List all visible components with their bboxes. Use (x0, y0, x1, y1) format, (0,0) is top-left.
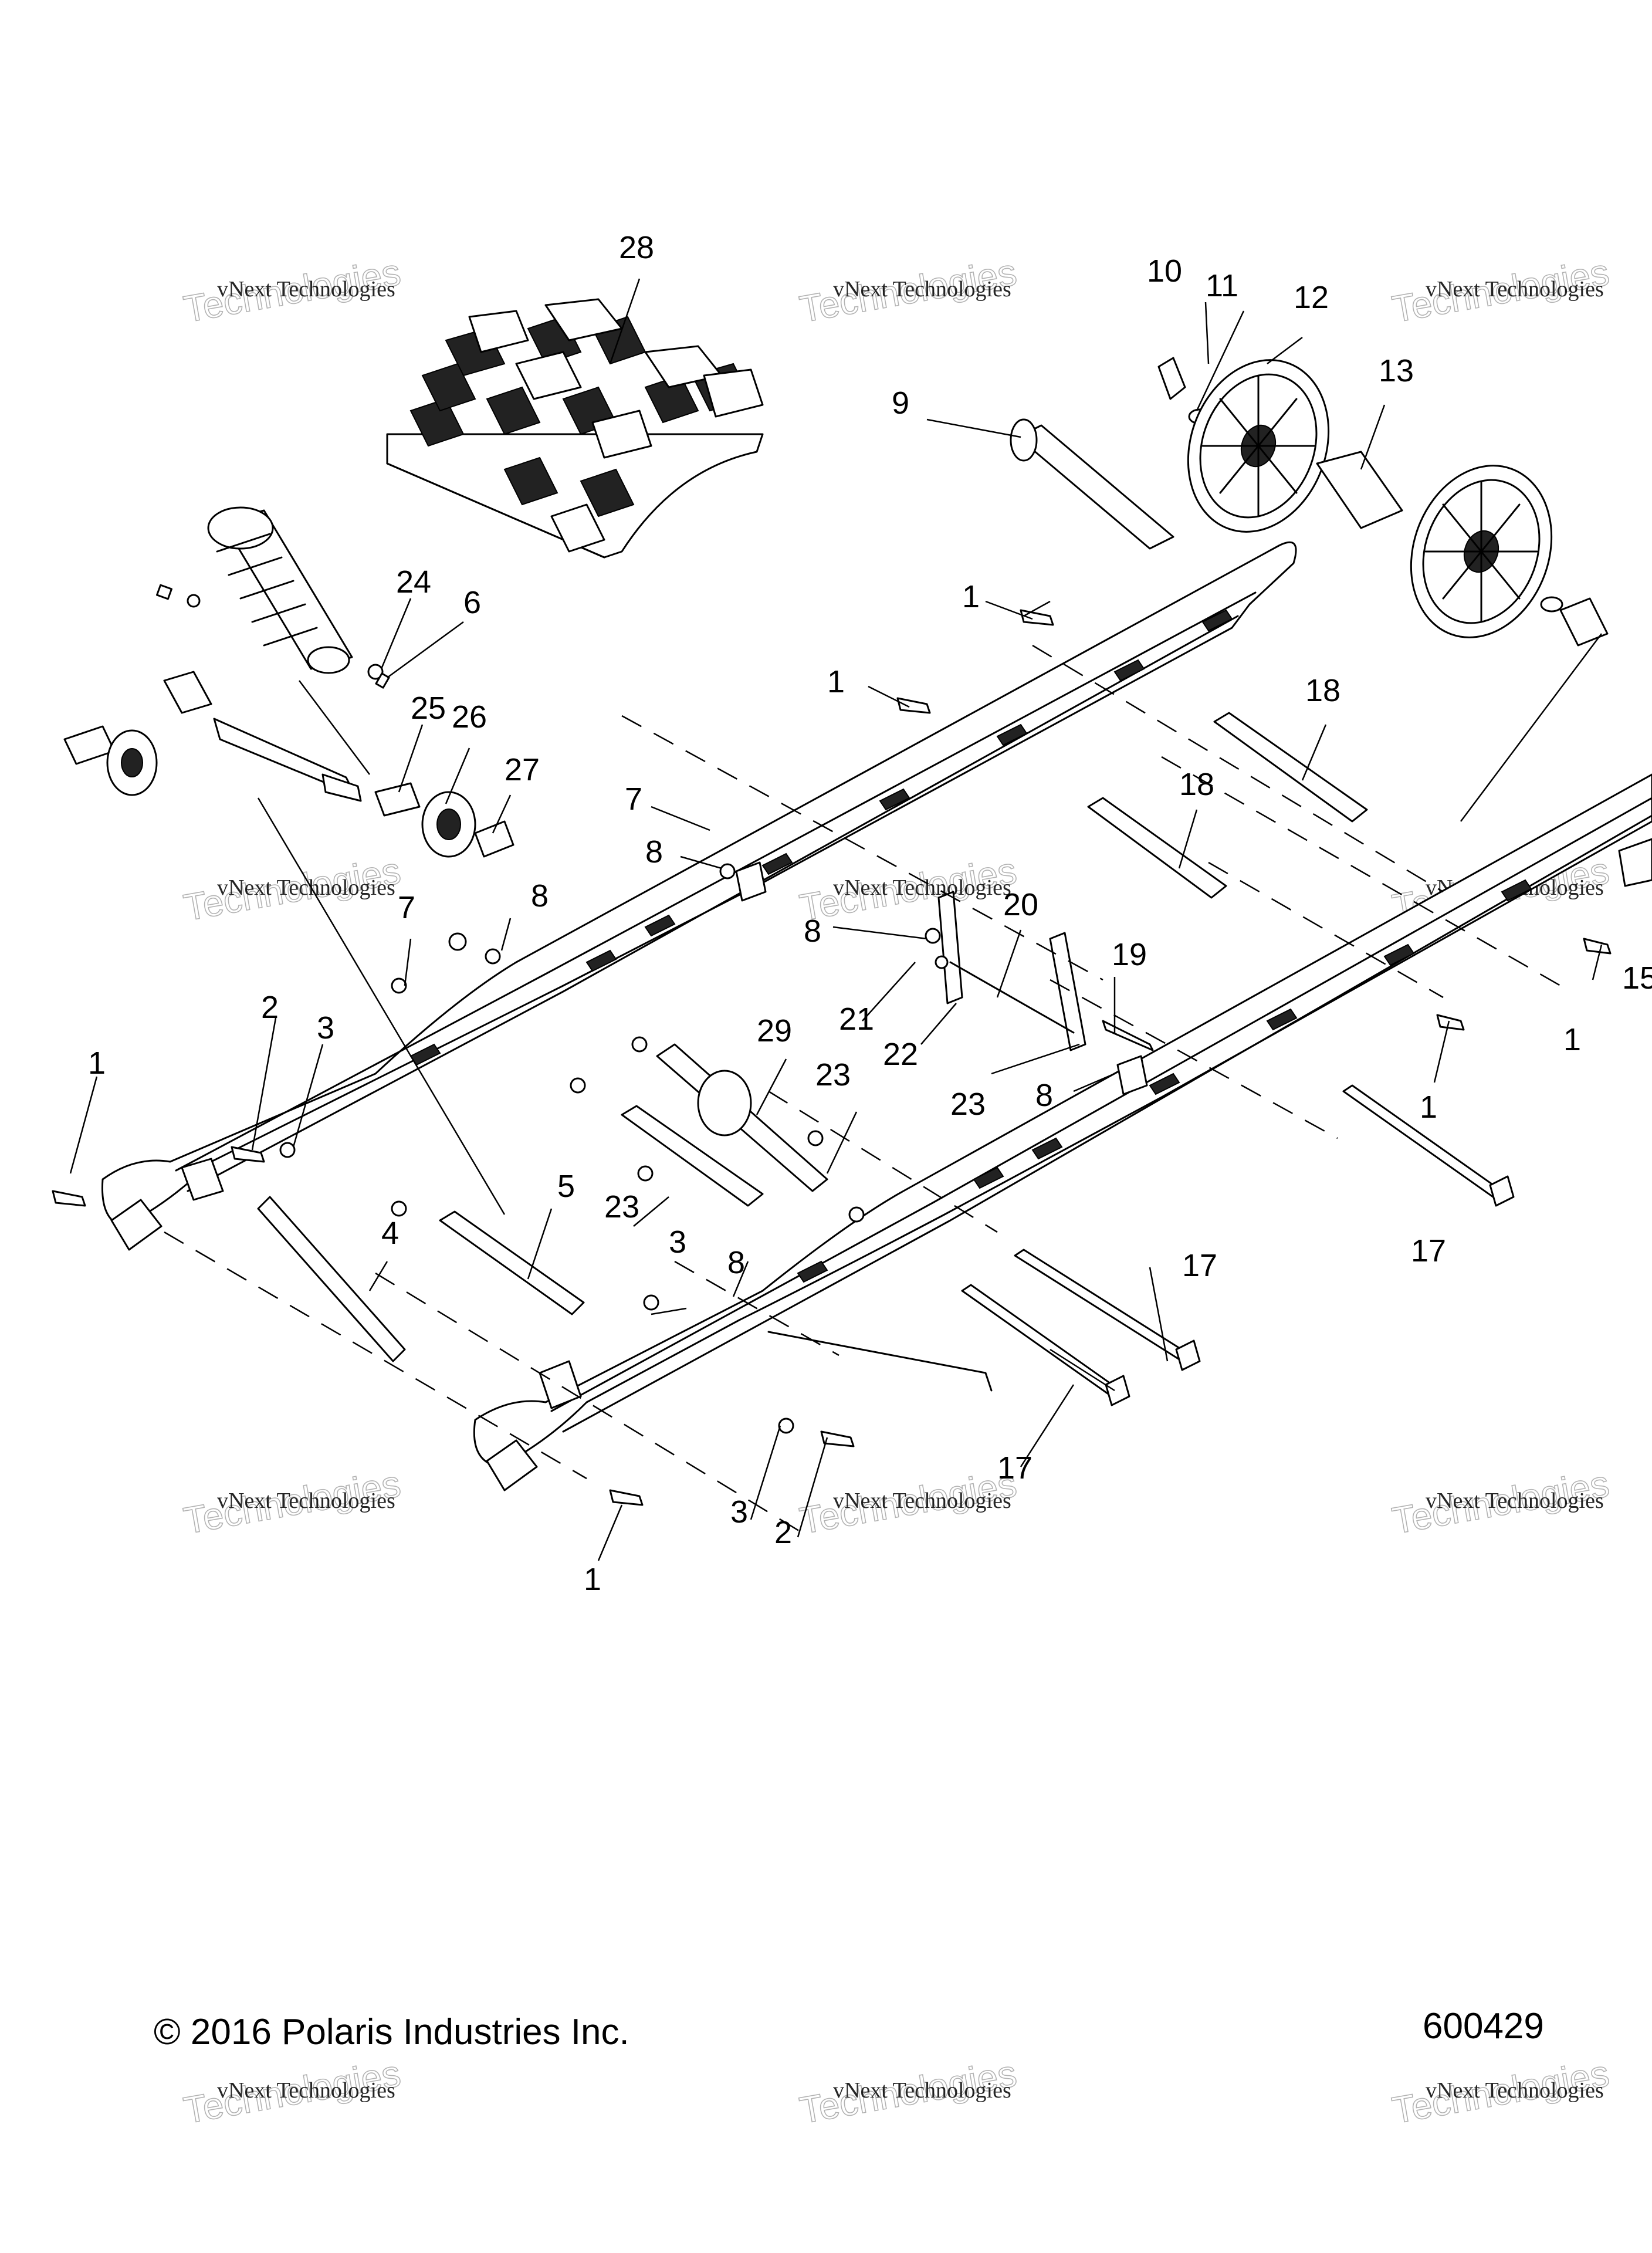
svg-text:vNext Technologies: vNext Technologies (1426, 277, 1604, 302)
watermark: Technologies vNext Technologies (1389, 251, 1613, 331)
watermark: Technologies vNext Technologies (1389, 2052, 1613, 2132)
callout-label: 27 (505, 752, 540, 787)
callout-label: 19 (1112, 937, 1147, 972)
left-rail (101, 541, 1297, 1251)
callout-label: 22 (883, 1037, 918, 1072)
callout-label: 29 (757, 1013, 792, 1048)
track-segment (386, 298, 764, 559)
svg-text:vNext Technologies: vNext Technologies (217, 2078, 395, 2103)
callout-label: 25 (411, 691, 446, 726)
callout-label: 4 (381, 1216, 399, 1251)
copyright-notice: © 2016 Polaris Industries Inc. (154, 2012, 629, 2052)
callout-label: 17 (1182, 1248, 1217, 1283)
watermark-layer: Technologies vNext Technologies Technolo… (180, 251, 1613, 2132)
callout-label: 1 (1420, 1090, 1437, 1125)
alignment-lines (164, 644, 1561, 1538)
watermark: Technologies vNext Technologies (180, 849, 404, 929)
callout-label: 7 (625, 782, 642, 817)
svg-text:vNext Technologies: vNext Technologies (1426, 2078, 1604, 2103)
bearing-spacer-parts (63, 664, 514, 858)
rear-axle-wheels (1010, 357, 1609, 647)
svg-text:vNext Technologies: vNext Technologies (833, 1489, 1011, 1513)
callout-label: 20 (1003, 887, 1038, 922)
right-rail (473, 773, 1652, 1491)
callout-label: 8 (645, 834, 663, 870)
figure-number: 600429 (1423, 2006, 1544, 2046)
callout-label: 3 (669, 1224, 686, 1260)
callout-label: 12 (1294, 280, 1329, 315)
callout-label: 1 (584, 1562, 601, 1597)
watermark: Technologies vNext Technologies (1389, 1462, 1613, 1542)
callout-label: 8 (531, 878, 549, 914)
watermark: Technologies vNext Technologies (796, 2052, 1020, 2132)
callout-label: 3 (317, 1010, 334, 1046)
callout-label: 21 (839, 1002, 874, 1037)
svg-text:vNext Technologies: vNext Technologies (217, 277, 395, 302)
callout-label: 18 (1179, 767, 1214, 802)
callout-label: 1 (1563, 1022, 1581, 1057)
watermark: Technologies vNext Technologies (796, 1462, 1020, 1542)
callout-label: 28 (619, 230, 654, 265)
watermark: Technologies vNext Technologies (180, 2052, 404, 2132)
callout-label: 3 (730, 1494, 748, 1530)
watermark: Technologies vNext Technologies (180, 251, 404, 331)
callout-label: 23 (950, 1087, 986, 1122)
callout-label: 8 (1035, 1078, 1053, 1113)
callout-label: 1 (827, 664, 845, 699)
callout-label: 26 (452, 699, 487, 735)
callout-label: 17 (1411, 1233, 1446, 1268)
watermark: Technologies vNext Technologies (796, 251, 1020, 331)
watermark: Technologies vNext Technologies (796, 849, 1020, 929)
svg-text:vNext Technologies: vNext Technologies (833, 277, 1011, 302)
callout-label: 18 (1305, 673, 1340, 708)
callout-labels: 28 10 11 12 13 9 24 6 25 26 27 1 1 18 18… (88, 230, 1652, 1597)
shock-absorber (156, 506, 353, 674)
callout-label: 8 (727, 1245, 745, 1280)
callout-label: 11 (1206, 268, 1238, 303)
callout-label: 17 (997, 1450, 1032, 1486)
callout-label: 1 (962, 579, 980, 614)
callout-label: 6 (463, 585, 481, 620)
callout-label: 23 (604, 1189, 639, 1224)
callout-label: 1 (88, 1046, 106, 1081)
callout-label: 7 (398, 890, 415, 925)
callout-label: 2 (261, 990, 279, 1025)
svg-text:vNext Technologies: vNext Technologies (1426, 1489, 1604, 1513)
callout-label: 2 (774, 1515, 792, 1550)
callout-label: 24 (396, 564, 431, 600)
watermark: Technologies vNext Technologies (180, 1462, 404, 1542)
svg-text:vNext Technologies: vNext Technologies (833, 2078, 1011, 2103)
callout-label: 8 (804, 914, 821, 949)
callout-label: 15 (1622, 960, 1652, 996)
callout-label: 5 (557, 1169, 575, 1204)
svg-text:vNext Technologies: vNext Technologies (217, 1489, 395, 1513)
callout-label: 9 (892, 385, 909, 421)
svg-text:vNext Technologies: vNext Technologies (833, 875, 1011, 900)
callout-label: 23 (815, 1057, 851, 1092)
callout-label: 10 (1147, 253, 1182, 289)
callout-label: 13 (1379, 353, 1414, 388)
leader-lines (69, 278, 1603, 1561)
